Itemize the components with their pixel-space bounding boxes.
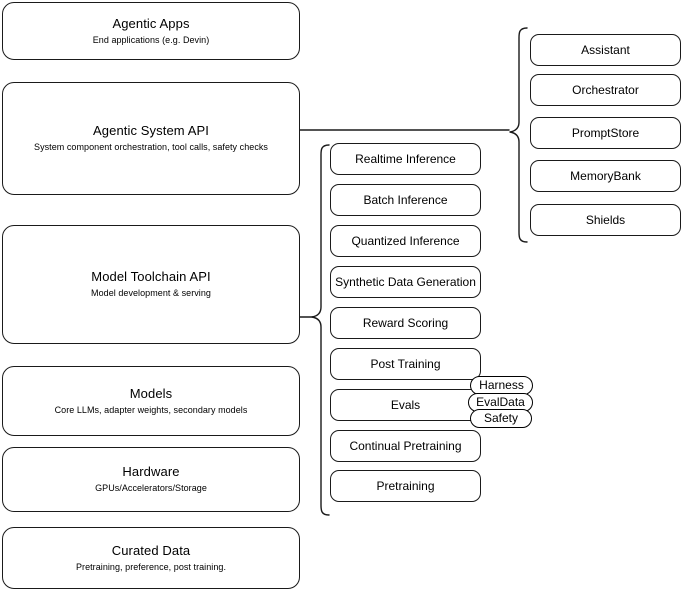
layer-subtitle: Pretraining, preference, post training. [75, 561, 227, 572]
capability-continual-pretraining[interactable]: Continual Pretraining [330, 430, 481, 462]
layer-agentic-apps[interactable]: Agentic Apps End applications (e.g. Devi… [2, 2, 300, 60]
component-label: Assistant [581, 43, 630, 57]
layer-title: Agentic System API [93, 123, 209, 138]
capability-label: Pretraining [376, 479, 435, 493]
capability-pretraining[interactable]: Pretraining [330, 470, 481, 502]
layer-title: Hardware [122, 464, 180, 479]
capability-label: Synthetic Data Generation [335, 275, 476, 289]
layer-subtitle: End applications (e.g. Devin) [92, 34, 210, 45]
capability-label: Batch Inference [363, 193, 448, 207]
layer-title: Models [129, 385, 173, 401]
badge-label: Harness [479, 378, 524, 392]
capability-label: Post Training [370, 357, 441, 371]
capability-label: Quantized Inference [351, 234, 460, 248]
capability-realtime-inference[interactable]: Realtime Inference [330, 143, 481, 175]
layer-title: Model Toolchain API [91, 269, 211, 284]
capability-quantized-inference[interactable]: Quantized Inference [330, 225, 481, 257]
component-memorybank[interactable]: MemoryBank [530, 160, 681, 192]
layer-curated-data[interactable]: Curated Data Pretraining, preference, po… [2, 527, 300, 589]
component-promptstore[interactable]: PromptStore [530, 117, 681, 149]
layer-models[interactable]: Models Core LLMs, adapter weights, secon… [2, 366, 300, 436]
capability-label: Realtime Inference [355, 152, 456, 166]
component-shields[interactable]: Shields [530, 204, 681, 236]
component-label: Shields [585, 213, 626, 227]
layer-title: Agentic Apps [112, 15, 190, 31]
capability-label: Evals [390, 398, 421, 412]
capability-evals[interactable]: Evals [330, 389, 481, 421]
layer-subtitle: GPUs/Accelerators/Storage [95, 483, 207, 493]
capability-batch-inference[interactable]: Batch Inference [330, 184, 481, 216]
layer-subtitle: Core LLMs, adapter weights, secondary mo… [54, 404, 248, 415]
badge-label: EvalData [476, 395, 525, 409]
layer-title: Curated Data [111, 542, 191, 558]
component-assistant[interactable]: Assistant [530, 34, 681, 66]
layer-subtitle: System component orchestration, tool cal… [34, 142, 268, 152]
layer-agentic-system-api[interactable]: Agentic System API System component orch… [2, 82, 300, 195]
component-label: Orchestrator [572, 83, 639, 97]
brace-toolchain-capabilities [311, 144, 330, 516]
capability-post-training[interactable]: Post Training [330, 348, 481, 380]
layer-subtitle: Model development & serving [91, 288, 211, 298]
badge-label: Safety [483, 411, 519, 425]
brace-agentic-components [509, 27, 528, 243]
layer-model-toolchain-api[interactable]: Model Toolchain API Model development & … [2, 225, 300, 344]
evals-badge-safety[interactable]: Safety [470, 409, 532, 428]
component-label: MemoryBank [570, 169, 641, 183]
layer-hardware[interactable]: Hardware GPUs/Accelerators/Storage [2, 447, 300, 512]
component-orchestrator[interactable]: Orchestrator [530, 74, 681, 106]
capability-reward-scoring[interactable]: Reward Scoring [330, 307, 481, 339]
component-label: PromptStore [571, 126, 640, 140]
capability-synthetic-data-generation[interactable]: Synthetic Data Generation [330, 266, 481, 298]
capability-label: Continual Pretraining [349, 439, 462, 453]
capability-label: Reward Scoring [362, 316, 449, 330]
